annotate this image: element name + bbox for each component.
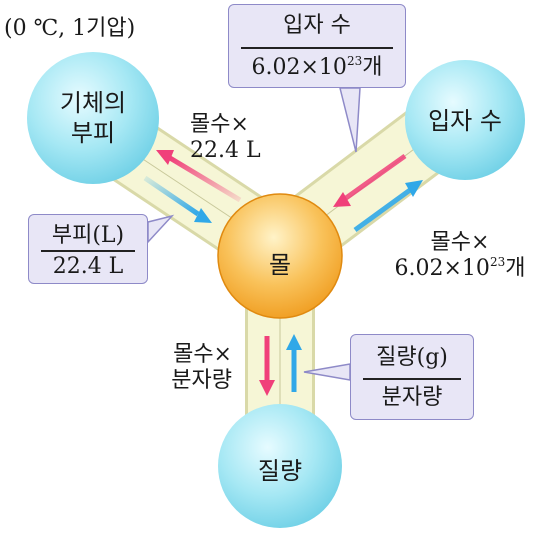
- particles-box-tail: [339, 87, 361, 153]
- volume-box-numerator: 부피(L): [51, 223, 125, 248]
- volume-box-fraction-bar: [41, 250, 135, 252]
- edge-mass-line2: 분자량: [171, 368, 232, 393]
- arrow-to-volume: [168, 155, 242, 203]
- particles-node: [405, 60, 525, 180]
- edge-particles-label: 몰수× 6.02×1023개: [385, 230, 535, 282]
- arrows: [143, 150, 423, 396]
- volume-node-line1: 기체의: [59, 89, 127, 117]
- mass-box-fraction-bar: [363, 378, 461, 380]
- center-node-label: 몰: [268, 251, 292, 279]
- volume-box-tail: [147, 214, 175, 244]
- volume-node-label: 기체의 부피: [38, 88, 148, 148]
- particles-formula-box: 입자 수 6.02×1023개: [228, 4, 406, 88]
- edge-particles-line1: 몰수×: [430, 230, 490, 255]
- particles-node-label: 입자 수: [428, 107, 502, 135]
- mass-node: [218, 404, 342, 528]
- edge-volume-label: 몰수× 22.4 L: [190, 112, 261, 164]
- arrow-from-volume-head: [194, 208, 212, 223]
- edge-volume-line1: 몰수×: [190, 112, 249, 137]
- volume-formula-box: 부피(L) 22.4 L: [28, 214, 148, 284]
- arrow-from-volume: [143, 175, 200, 217]
- edge-volume-line2: 22.4 L: [190, 138, 261, 163]
- arrow-from-mass-head: [286, 334, 302, 350]
- mass-box-denominator: 분자량: [381, 385, 443, 410]
- arrow-to-volume-head: [156, 150, 174, 165]
- arrow-to-particles-head: [405, 180, 423, 197]
- particles-box-numerator: 입자 수: [283, 13, 351, 38]
- center-node: [217, 193, 343, 319]
- arrow-from-particles: [344, 153, 407, 201]
- arrow-to-particles: [353, 187, 412, 233]
- mass-box-numerator: 질량(g): [376, 345, 448, 370]
- particles-box-denominator: 6.02×1023개: [251, 54, 383, 80]
- volume-box-denominator: 22.4 L: [52, 254, 124, 279]
- particles-box-fraction-bar: [241, 47, 393, 49]
- volume-node: [27, 52, 159, 184]
- mass-formula-box: 질량(g) 분자량: [350, 334, 474, 420]
- edge-mass-line1: 몰수×: [173, 342, 232, 367]
- mass-node-label: 질량: [257, 457, 303, 485]
- arrow-from-particles-head: [333, 192, 351, 207]
- arrow-to-mass-head: [259, 380, 275, 396]
- volume-node-line2: 부피: [70, 119, 116, 147]
- edge-particles-line2: 6.02×1023개: [394, 255, 526, 281]
- condition-label: (0 ℃, 1기압): [4, 16, 136, 41]
- edge-mass-label: 몰수× 분자량: [140, 342, 232, 394]
